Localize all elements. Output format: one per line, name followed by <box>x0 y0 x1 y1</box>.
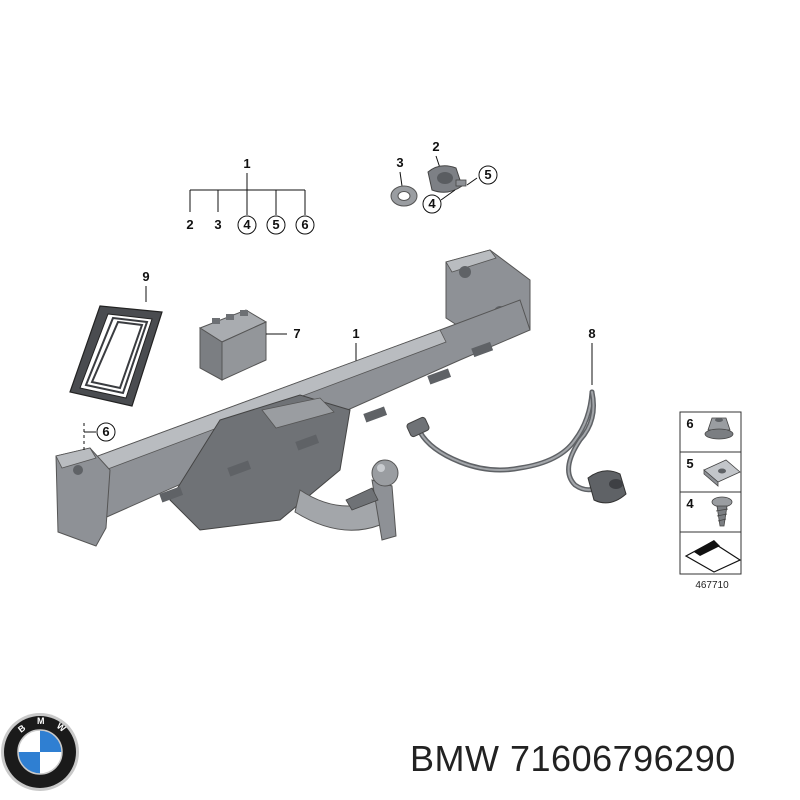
direction-pointer-icon <box>684 540 742 573</box>
tow-bar-shape <box>55 249 531 547</box>
tree-root-label: 1 <box>243 156 250 171</box>
seal-frame-group: 9 <box>69 269 163 407</box>
legend-ref-code: 467710 <box>695 580 729 591</box>
screw-icon <box>711 496 733 527</box>
brand-part-number: BMW 71606796290 <box>410 738 736 780</box>
clip-nut-icon <box>703 459 741 487</box>
bmw-logo: B M W <box>1 713 79 791</box>
connector-label: 2 <box>432 139 439 154</box>
socket-fastener-group: 3 2 5 4 <box>390 139 498 214</box>
control-unit-shape <box>198 309 268 381</box>
fastener-legend: 6 5 4 467710 <box>679 411 742 591</box>
legend-item-6: 6 <box>686 416 693 431</box>
screw-label: 4 <box>428 196 436 211</box>
control-unit-label: 7 <box>293 326 300 341</box>
control-unit-group: 7 <box>198 309 301 381</box>
part-number: 71606796290 <box>510 738 736 779</box>
tree-child-2: 2 <box>186 217 193 232</box>
legend-cell-screw <box>679 491 742 533</box>
clamp-ring-label: 3 <box>396 155 403 170</box>
brand-name: BMW <box>410 738 500 779</box>
wiring-harness-shape <box>406 389 627 504</box>
svg-text:M: M <box>37 716 45 726</box>
wiring-harness-group: 8 <box>406 326 627 504</box>
callout-tree: 1 2 3 4 5 6 <box>186 156 315 235</box>
bracket-nut-group: 6 <box>83 422 116 452</box>
tree-child-5: 5 <box>272 217 279 232</box>
tree-child-3: 3 <box>214 217 221 232</box>
legend-item-4: 4 <box>686 496 694 511</box>
wiring-harness-label: 8 <box>588 326 595 341</box>
tow-bar-group: 1 <box>55 249 531 547</box>
nut-label: 5 <box>484 167 491 182</box>
legend-item-5: 5 <box>686 456 693 471</box>
bracket-nut-label: 6 <box>102 424 109 439</box>
tree-child-6: 6 <box>301 217 308 232</box>
tree-child-4: 4 <box>243 217 251 232</box>
seal-frame-label: 9 <box>142 269 149 284</box>
svg-text:B: B <box>16 722 28 734</box>
socket-connector-shape <box>427 165 467 193</box>
flange-nut-icon <box>704 417 734 440</box>
seal-frame-shape <box>69 305 163 407</box>
tow-bar-label: 1 <box>352 326 359 341</box>
